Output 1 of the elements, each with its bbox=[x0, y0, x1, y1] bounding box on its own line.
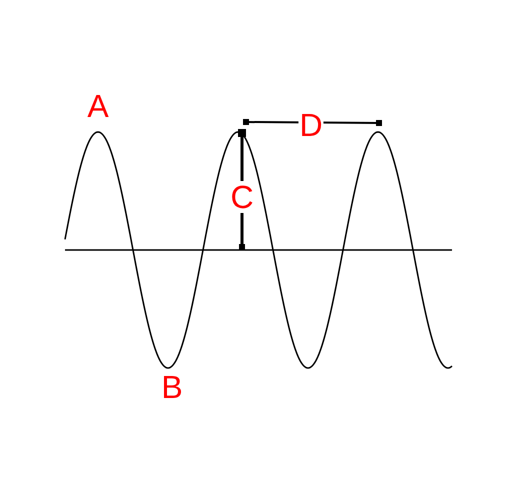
callout-letter: C bbox=[229, 181, 255, 213]
